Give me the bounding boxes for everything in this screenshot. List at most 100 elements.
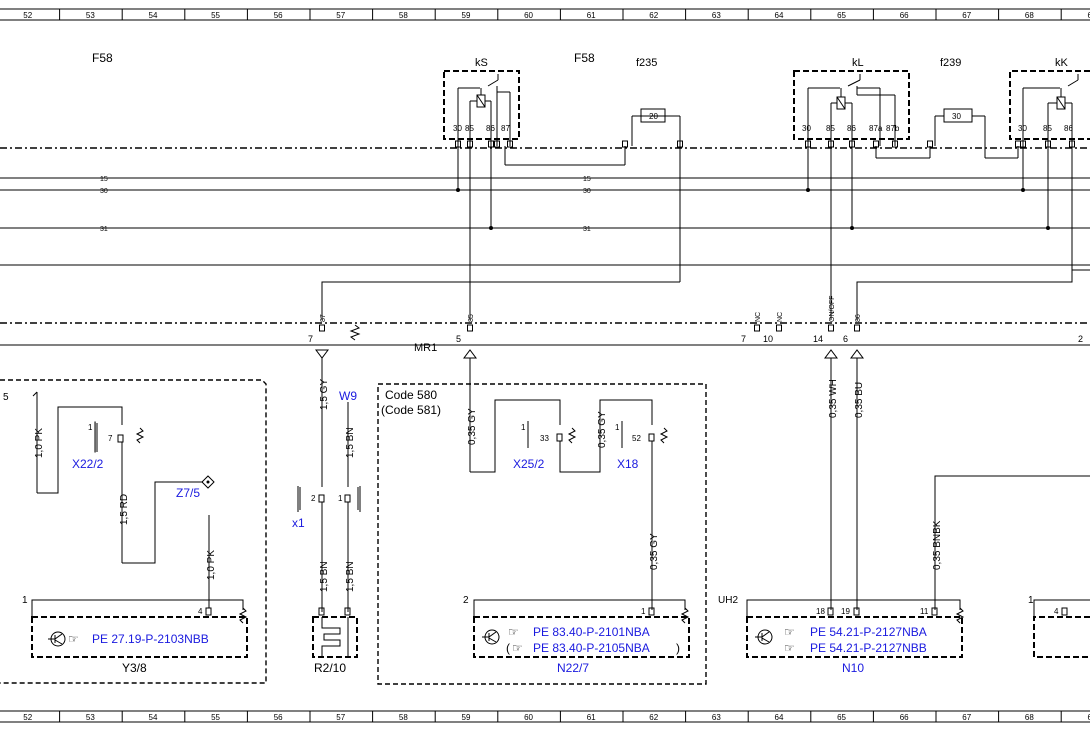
x22-pin: 7 [108, 434, 113, 443]
mr1-pin-mark [854, 324, 860, 332]
n10-name: N10 [842, 661, 864, 675]
connector-pin-mark [622, 140, 628, 148]
top-ruler-label: 63 [712, 11, 721, 20]
mid-wires: 1,5 GY W9 1,5 BN 2 1 x1 1,5 BN 1,5 BN R2… [292, 358, 361, 675]
top-ruler-label: 61 [587, 11, 596, 20]
connector-pin-mark [873, 140, 879, 148]
mr1-num-6: 6 [843, 334, 848, 344]
x25-num: 1 [521, 423, 526, 432]
ks-pin-87: 87 [501, 124, 510, 133]
n10-reference-link-2[interactable]: PE 54.21-P-2127NBB [810, 641, 927, 655]
n22-open-paren: ( [506, 641, 510, 655]
kk-label: kK [1055, 57, 1069, 69]
bottom-ruler-label: 62 [649, 713, 658, 722]
n22-num: 2 [463, 595, 469, 606]
relay-kk: 30 85 86 [1009, 70, 1090, 140]
far-right-num: 1 [1028, 595, 1034, 606]
kl-label: kL [852, 57, 864, 69]
wire-1-5-bn-top: 1,5 BN [345, 427, 356, 458]
x25-pin: 33 [540, 434, 549, 443]
top-ruler-label: 67 [962, 11, 971, 20]
ks-label: kS [475, 57, 488, 69]
kl-pin-30: 30 [802, 124, 811, 133]
w9-label: W9 [339, 389, 357, 403]
connector-pin-mark [488, 140, 494, 148]
bottom-ruler-label: 58 [399, 713, 408, 722]
bus-30-mid-label: 30 [583, 188, 591, 195]
r2-name: R2/10 [314, 661, 346, 675]
wire-0-35-gy-b: 0,35 GY [597, 411, 608, 448]
mr1-pin-86: 86 [855, 314, 862, 322]
n10-pin-19: 19 [841, 607, 850, 616]
bottom-ruler-label: 57 [336, 713, 345, 722]
n22-name: N22/7 [557, 661, 589, 675]
top-ruler-label: 62 [649, 11, 658, 20]
bottom-ruler-label: 65 [837, 713, 846, 722]
bottom-ruler-label: 64 [775, 713, 784, 722]
top-ruler-label: 53 [86, 11, 95, 20]
connector-pin-mark [1045, 140, 1051, 148]
wire-f235-to-mr1 [321, 281, 680, 320]
top-ruler-label: 59 [462, 11, 471, 20]
mr1-num-2: 2 [1078, 334, 1083, 344]
top-ruler-label: 55 [211, 11, 220, 20]
n22-reference-link-1[interactable]: PE 83.40-P-2101NBA [533, 625, 650, 639]
bottom-ruler-label: 68 [1025, 713, 1034, 722]
x1-pin-right: 1 [338, 494, 343, 503]
connector-pin-mark [892, 140, 898, 148]
x22-num: 1 [88, 423, 93, 432]
bus-30-left-label: 30 [100, 188, 108, 195]
top-ruler-label: 56 [274, 11, 283, 20]
wire-0-35-wh: 0,35 WH [828, 379, 839, 418]
n22-close-paren: ) [676, 641, 680, 655]
bus-15-mid-label: 15 [583, 176, 591, 183]
mr1-num-7a: 7 [308, 334, 313, 344]
fuse-f239-rating: 30 [952, 112, 961, 121]
y3-reference-link[interactable]: PE 27.19-P-2103NBB [92, 632, 209, 646]
right-module: 0,35 WH 0,35 BU 0,35 BNBK UH2 18 19 11 ☞… [718, 358, 1090, 675]
mr1-pin-mark [467, 324, 473, 332]
bottom-ruler-label: 54 [149, 713, 158, 722]
transistor-icon-n22 [482, 629, 500, 645]
wire-1-5-rd: 1,5 RD [119, 494, 130, 525]
reference-hand-icon-2: ☞ [512, 641, 523, 655]
x18-num: 1 [615, 423, 620, 432]
mr1-pin-nc-2: NC [777, 312, 784, 322]
n10-reference-link-1[interactable]: PE 54.21-P-2127NBA [810, 625, 927, 639]
mr1-pin-mark [319, 324, 325, 332]
bottom-ruler-label: 63 [712, 713, 721, 722]
wire-1-0-pk-left: 1,0 PK [34, 428, 45, 458]
x22-label: X22/2 [72, 457, 104, 471]
f235-label: f235 [636, 57, 657, 69]
code-581-label: (Code 581) [381, 403, 441, 417]
bus-31-left-label: 31 [100, 226, 108, 233]
code-580-label: Code 580 [385, 388, 437, 402]
connector-pin-mark [1069, 140, 1075, 148]
wire-1-5-bn-left: 1,5 BN [319, 561, 330, 592]
y3-pin: 4 [198, 607, 203, 616]
top-ruler-label: 54 [149, 11, 158, 20]
f58-mid-label: F58 [574, 51, 595, 65]
mr1-pin-85: 85 [468, 314, 475, 322]
bottom-ruler: 525354555657585960616263646566676869 [0, 710, 1090, 723]
far-right-box [1033, 616, 1090, 658]
x1-label: x1 [292, 516, 305, 530]
bus-lines: 15 30 31 15 30 31 [0, 176, 1090, 266]
fuse-f235: 20 [631, 108, 681, 282]
n10-box [746, 616, 963, 658]
wire-0-35-gy-c: 0,35 GY [649, 533, 660, 570]
mr1-num-5: 5 [456, 334, 461, 344]
n22-reference-link-2[interactable]: PE 83.40-P-2105NBA [533, 641, 650, 655]
top-ruler-label: 57 [336, 11, 345, 20]
left-edge-num: 5 [3, 392, 9, 403]
connector-pin-mark [849, 140, 855, 148]
mr1-connector: MR1 7 5 7 10 14 6 2 87 85 NC NC ON/OFF 8… [308, 296, 1083, 359]
mr1-num-14: 14 [813, 334, 823, 344]
mr1-label: MR1 [414, 342, 437, 354]
transistor-icon-n10 [755, 629, 773, 645]
connector-pin-mark [828, 140, 834, 148]
bottom-ruler-label: 55 [211, 713, 220, 722]
connector-pin-mark [927, 140, 933, 148]
connector-pin-mark [805, 140, 811, 148]
